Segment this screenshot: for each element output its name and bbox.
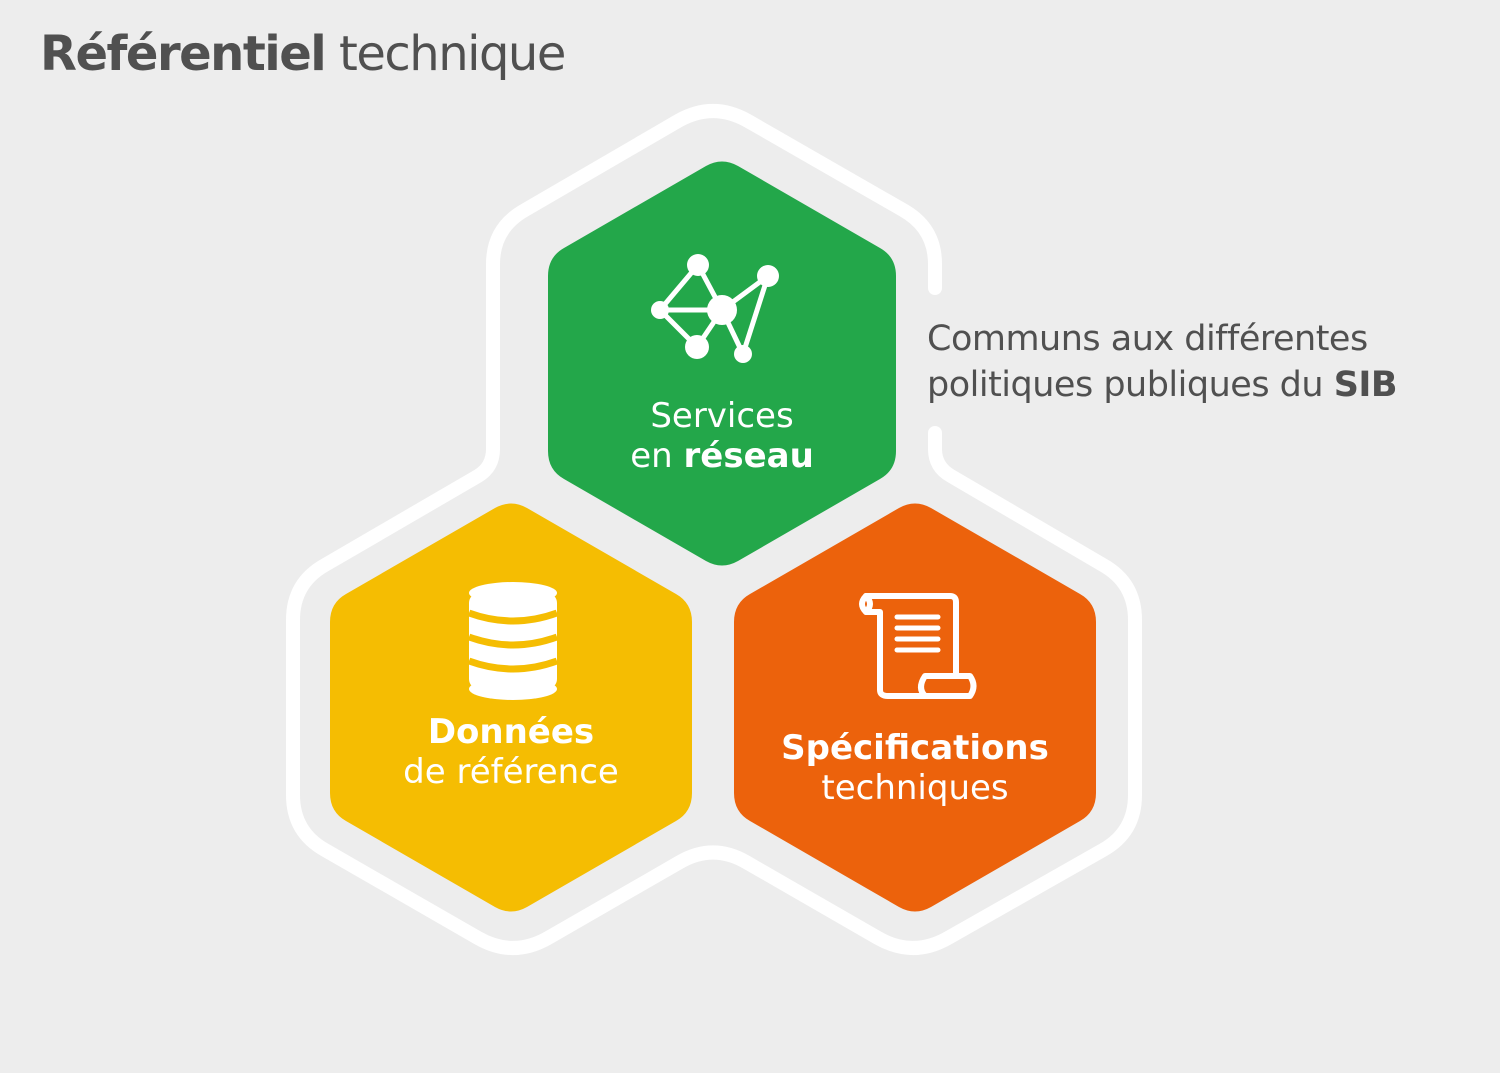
side-note-line2: politiques publiques du SIB: [927, 362, 1398, 408]
side-note-line2-bold: SIB: [1333, 365, 1398, 405]
specifications-label: Spécifications techniques: [734, 728, 1096, 808]
hexagon-services: [548, 161, 896, 566]
donnees-line1: Données: [427, 712, 595, 752]
network-nodes: [651, 254, 779, 363]
services-label: Services en réseau: [548, 396, 896, 476]
side-note-line2-prefix: politiques publiques du: [927, 365, 1334, 405]
hexagon-donnees: [330, 503, 692, 912]
services-line2-prefix: en: [630, 436, 684, 476]
specifications-line1: Spécifications: [781, 728, 1049, 768]
cluster-outline: [286, 104, 1142, 955]
document-lines: [894, 614, 941, 653]
side-note-line1: Communs aux différentes: [927, 319, 1368, 359]
title-light: technique: [339, 26, 566, 82]
page-title: Référentiel technique: [40, 26, 566, 84]
donnees-label: Données de référence: [330, 712, 692, 792]
title-bold: Référentiel: [40, 26, 327, 82]
services-line1: Services: [650, 396, 794, 436]
donnees-line2: de référence: [403, 752, 619, 792]
specifications-line2: techniques: [821, 768, 1009, 808]
database-icon: [467, 582, 559, 700]
scroll-document-icon: [859, 593, 977, 699]
side-note: Communs aux différentes politiques publi…: [927, 316, 1398, 408]
hexagon-specifications: [734, 503, 1096, 912]
services-line2: en réseau: [548, 436, 896, 476]
services-line2-bold: réseau: [683, 436, 814, 476]
